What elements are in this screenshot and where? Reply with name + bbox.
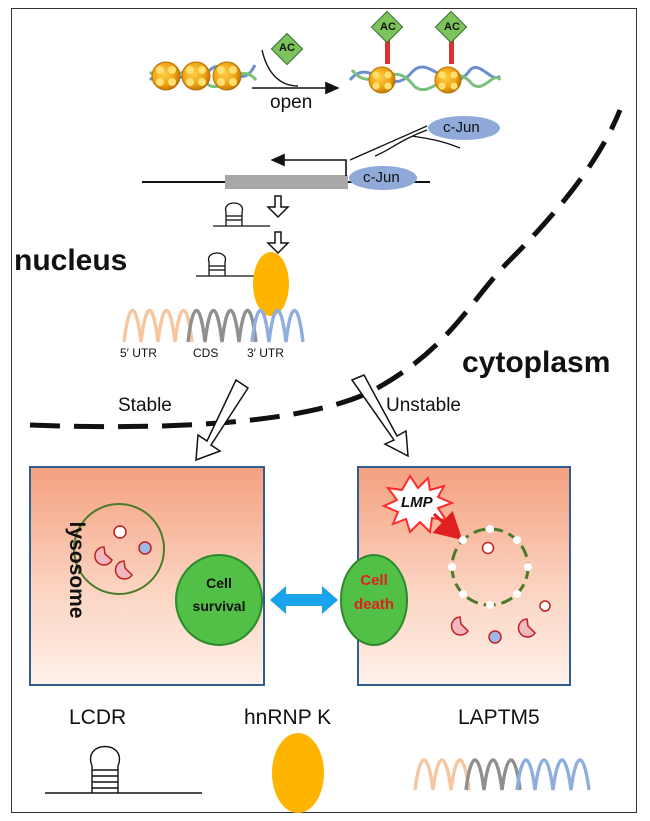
cell-survival-label-2: survival xyxy=(192,598,246,614)
lmp-arrow xyxy=(432,510,463,541)
ac-arrow xyxy=(261,49,299,87)
lysosome-label: lysosome xyxy=(65,521,88,619)
cell-death-label-1: Cell xyxy=(360,572,388,589)
legend-laptm5-label: LAPTM5 xyxy=(458,706,540,729)
gene-body xyxy=(225,175,348,189)
double-arrow xyxy=(270,586,338,614)
cell-death-node xyxy=(340,554,408,646)
enzyme-shape xyxy=(114,560,133,580)
nucleus-label: nucleus xyxy=(14,244,128,277)
open-label: open xyxy=(270,92,313,113)
vesicle xyxy=(539,600,551,612)
vesicle xyxy=(481,541,495,555)
vesicle xyxy=(488,630,502,644)
legend-hnrnpk-shape xyxy=(272,733,324,813)
promoter-arrow xyxy=(270,153,347,176)
ac-label: AC xyxy=(279,42,295,54)
cjun-free xyxy=(428,116,500,140)
cell-survival-node xyxy=(175,554,263,646)
legend-lcdr-label: LCDR xyxy=(69,706,127,729)
utr3-label: 3′ UTR xyxy=(247,346,284,360)
cjun-label-bound: c-Jun xyxy=(363,169,400,186)
unstable-arrow xyxy=(350,374,409,458)
unstable-label: Unstable xyxy=(386,395,461,416)
nucleosome-closed xyxy=(148,61,258,91)
down-arrow-1 xyxy=(266,195,290,219)
lmp-label: LMP xyxy=(401,494,433,511)
laptm5-mrna xyxy=(122,308,305,343)
vesicle xyxy=(113,525,127,539)
vesicle xyxy=(138,541,152,555)
cell-survival-label-1: Cell xyxy=(206,575,232,591)
hnrnpk-bound xyxy=(253,252,289,316)
nucleosome-open xyxy=(348,10,502,94)
down-arrow-2 xyxy=(266,231,290,255)
legend-lcdr-hairpin xyxy=(45,745,202,794)
cjun-line-3 xyxy=(411,135,461,149)
lcdr-hairpin-2 xyxy=(196,252,262,277)
legend-hnrnpk-label: hnRNP K xyxy=(244,706,332,729)
cjun-label-free: c-Jun xyxy=(443,119,480,136)
outer-frame xyxy=(11,8,637,813)
cds-label: CDS xyxy=(193,346,219,360)
cjun-bound xyxy=(349,166,417,190)
cytoplasm-label: cytoplasm xyxy=(462,346,611,379)
membrane-pores xyxy=(448,525,532,609)
cjun-line-2 xyxy=(374,129,428,157)
lcdr-hairpin-1 xyxy=(213,202,270,227)
stable-label: Stable xyxy=(118,395,172,416)
legend-laptm5-mrna xyxy=(413,758,591,791)
cjun-line-1 xyxy=(349,125,428,161)
ac-label: AC xyxy=(444,21,460,33)
enzyme-shape xyxy=(517,618,536,638)
nuclear-membrane xyxy=(29,109,623,430)
ac-free xyxy=(270,32,304,66)
cell-death-label-2: death xyxy=(353,596,394,613)
utr5-label: 5′ UTR xyxy=(120,346,157,360)
stable-arrow xyxy=(195,378,250,462)
lysosome-intact xyxy=(73,503,165,595)
ac-label: AC xyxy=(380,21,396,33)
enzyme-shape xyxy=(450,616,469,636)
enzyme-shape xyxy=(94,546,113,566)
